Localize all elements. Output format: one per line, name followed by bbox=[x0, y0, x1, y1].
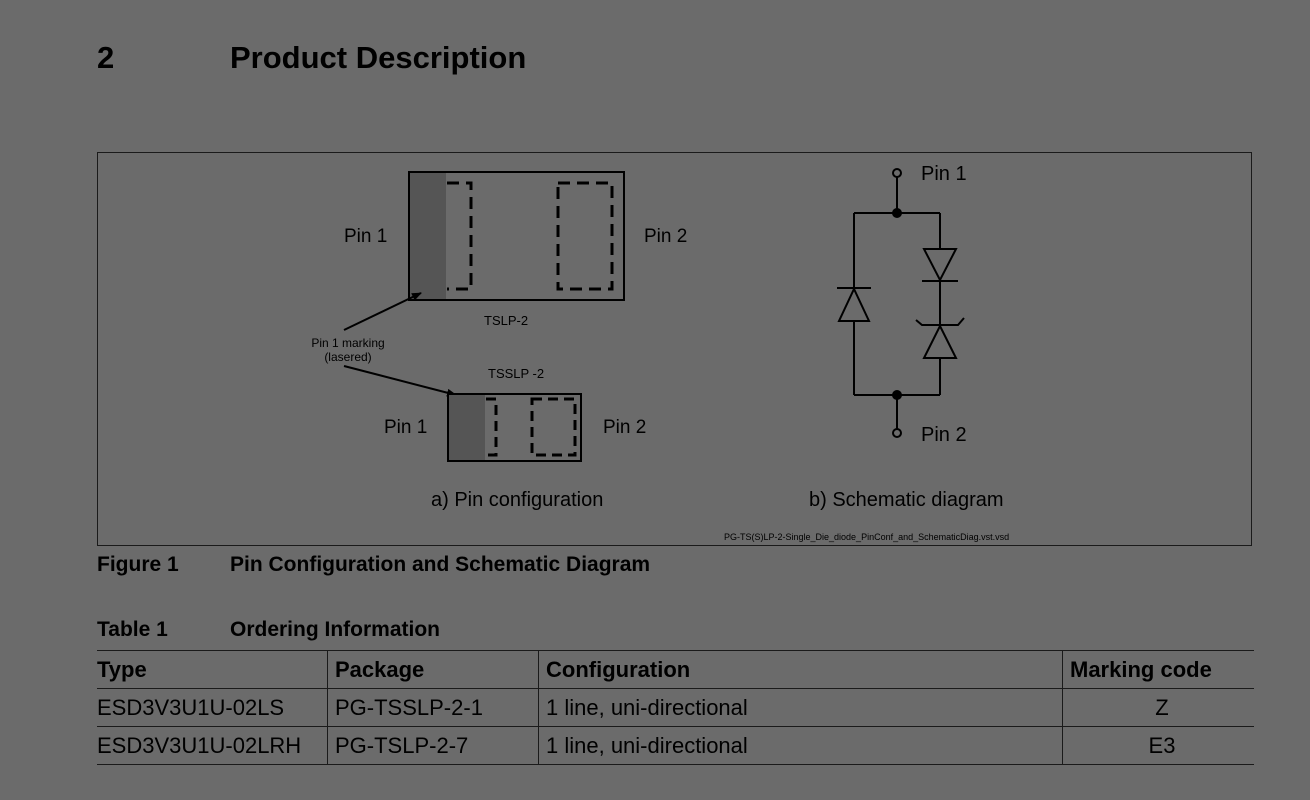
tsslp-pin2-label: Pin 2 bbox=[603, 417, 646, 438]
header-type: Type bbox=[97, 650, 328, 689]
pin1-marking-note-sub: (lasered) bbox=[324, 350, 371, 364]
ordering-information-table: Type Package Configuration Marking code … bbox=[97, 650, 1254, 765]
tslp-package-label: TSLP-2 bbox=[484, 313, 528, 328]
tslp-pin2-label: Pin 2 bbox=[644, 226, 687, 247]
schematic-pin1-label: Pin 1 bbox=[921, 163, 967, 185]
figure-drawing: Pin 1 Pin 2 TSLP-2 Pin 1 marking (lasere… bbox=[311, 163, 1009, 542]
figure-title: Pin Configuration and Schematic Diagram bbox=[230, 553, 651, 576]
cell-marking-code: E3 bbox=[1062, 726, 1254, 765]
marking-arrow-tsslp bbox=[343, 365, 457, 397]
cell-type: ESD3V3U1U-02LS bbox=[97, 688, 328, 727]
tsslp-pin1-label: Pin 1 bbox=[384, 417, 427, 438]
cell-type: ESD3V3U1U-02LRH bbox=[97, 726, 328, 765]
section-title: Product Description bbox=[230, 40, 527, 75]
tsslp-package-outline bbox=[447, 393, 582, 462]
esd-diode-left bbox=[837, 286, 871, 322]
tsslp-pin2-pad bbox=[530, 397, 577, 457]
figure-source-filename: PG-TS(S)LP-2-Single_Die_diode_PinConf_an… bbox=[724, 532, 1009, 542]
cell-package: PG-TSSLP-2-1 bbox=[327, 688, 539, 727]
tslp-pin2-pad bbox=[556, 181, 614, 291]
cell-configuration: 1 line, uni-directional bbox=[538, 726, 1063, 765]
tsslp-pin1-pad bbox=[486, 397, 498, 457]
cell-package: PG-TSLP-2-7 bbox=[327, 726, 539, 765]
pin1-marking-note: Pin 1 marking bbox=[311, 336, 384, 350]
section-number: 2 bbox=[97, 40, 115, 75]
top-junction-dot bbox=[892, 208, 902, 218]
tslp-pin1-label: Pin 1 bbox=[344, 226, 387, 247]
marking-arrow-tslp bbox=[343, 292, 422, 331]
table-label: Table 1 bbox=[97, 618, 168, 641]
header-package: Package bbox=[327, 650, 539, 689]
header-configuration: Configuration bbox=[538, 650, 1063, 689]
bottom-junction-dot bbox=[892, 390, 902, 400]
figure-frame: Pin 1 Pin 2 TSLP-2 Pin 1 marking (lasere… bbox=[97, 152, 1252, 546]
table-row: ESD3V3U1U-02LS PG-TSSLP-2-1 1 line, uni-… bbox=[97, 688, 1254, 727]
tsslp-package-label: TSSLP -2 bbox=[488, 366, 544, 381]
schematic-pin2-label: Pin 2 bbox=[921, 424, 967, 446]
zener-diode-right-bottom bbox=[915, 317, 965, 359]
diode-right-top bbox=[922, 248, 958, 283]
tslp-pin1-pad bbox=[447, 181, 473, 291]
header-marking-code: Marking code bbox=[1062, 650, 1254, 689]
pin-config-caption: a) Pin configuration bbox=[431, 489, 603, 511]
table-row: ESD3V3U1U-02LRH PG-TSLP-2-7 1 line, uni-… bbox=[97, 726, 1254, 765]
cell-configuration: 1 line, uni-directional bbox=[538, 688, 1063, 727]
table-header-row: Type Package Configuration Marking code bbox=[97, 650, 1254, 689]
tslp-package-outline bbox=[408, 171, 625, 301]
figure-label: Figure 1 bbox=[97, 553, 179, 576]
schematic-wires bbox=[853, 168, 941, 438]
cell-marking-code: Z bbox=[1062, 688, 1254, 727]
schematic-caption: b) Schematic diagram bbox=[809, 489, 1004, 511]
table-title: Ordering Information bbox=[230, 618, 440, 641]
